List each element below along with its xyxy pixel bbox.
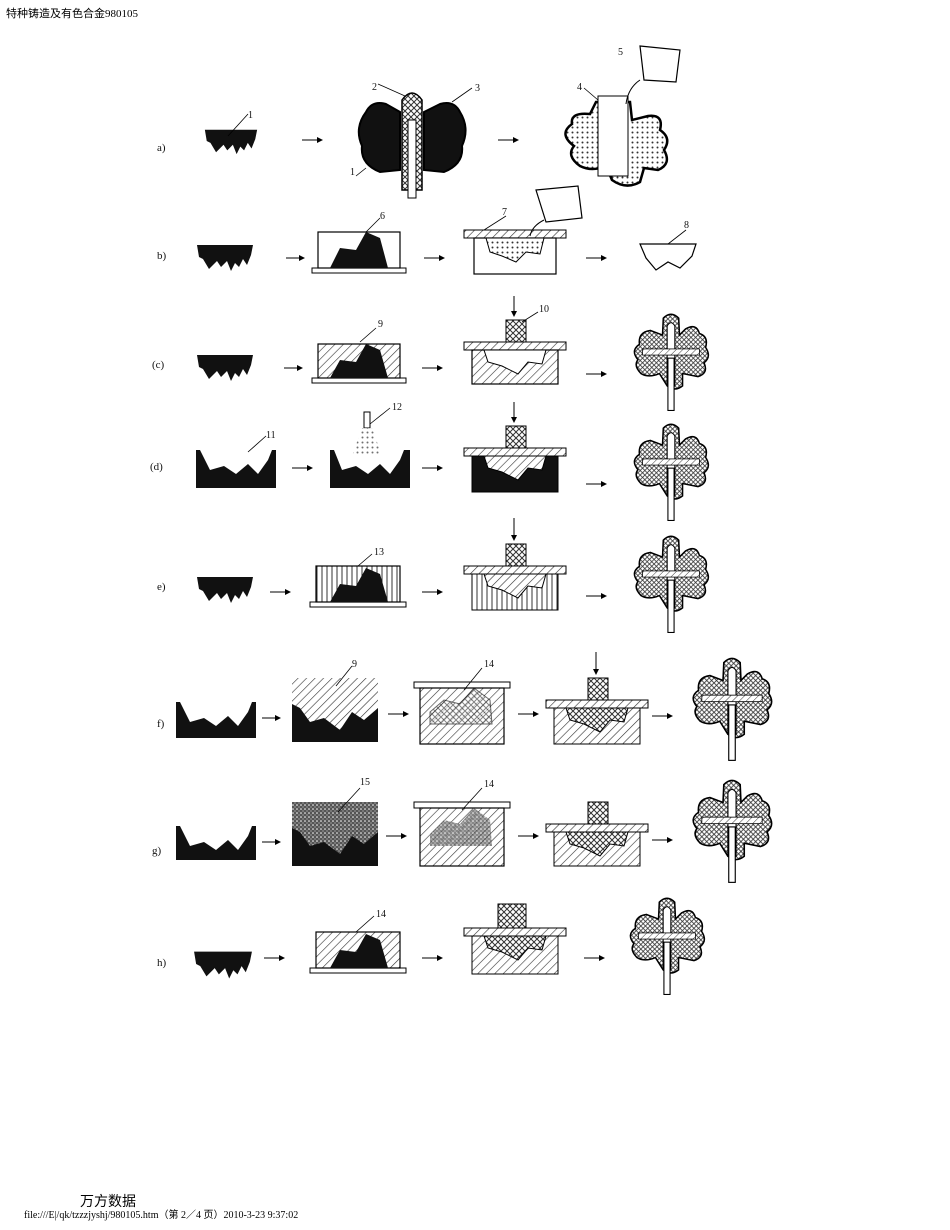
callout-h-14: 14: [376, 909, 386, 920]
callout-d-12: 12: [392, 402, 402, 413]
callout-b-6: 6: [380, 211, 385, 222]
pattern-model-b: [197, 245, 253, 271]
row-g: g) 15 14: [152, 777, 773, 884]
mold-split-a: [357, 92, 467, 199]
row-a: a) 1 2 3 1 4 5: [157, 45, 681, 199]
row-h: h) 14: [157, 897, 706, 996]
ladle-b: [535, 185, 583, 223]
casting-c: [633, 313, 710, 412]
row-d: (d) 11 12: [150, 402, 710, 522]
row-e: e) 13: [157, 518, 710, 634]
row-f: f) 9 14: [157, 652, 773, 762]
page-header-title: 特种铸造及有色合金980105: [6, 8, 138, 20]
row-label-b: b): [157, 250, 167, 262]
casting-g: [692, 779, 773, 884]
ladle-a: [639, 45, 681, 83]
callout-a-5: 5: [618, 47, 623, 58]
footer-logo-text: 万方数据: [80, 1195, 136, 1210]
callout-b-7: 7: [502, 207, 507, 218]
callout-g-15: 15: [360, 777, 370, 788]
casting-d: [633, 423, 710, 522]
callout-c-9: 9: [378, 319, 383, 330]
row-label-d: (d): [150, 461, 163, 473]
row-label-c: (c): [152, 359, 165, 371]
row-b: b) 6 7 8: [157, 185, 697, 275]
callout-a-2: 2: [372, 82, 377, 93]
footer-url: file:///E|/qk/tzzzjyshj/980105.htm（第 2／4…: [24, 1210, 299, 1221]
casting-e: [633, 535, 710, 634]
pattern-model-h: [194, 951, 252, 979]
callout-a-1b: 1: [350, 167, 355, 178]
callout-c-10: 10: [539, 304, 549, 315]
casting-f: [692, 657, 773, 762]
row-label-e: e): [157, 581, 166, 593]
callout-d-11: 11: [266, 430, 276, 441]
shell-b: [639, 243, 697, 271]
row-label-g: g): [152, 845, 162, 857]
callout-f-9: 9: [352, 659, 357, 670]
row-c: (c) 9 10: [152, 296, 710, 412]
row-label-h: h): [157, 957, 167, 969]
mold-assembled-a: [564, 95, 669, 187]
callout-a-1: 1: [248, 110, 253, 121]
row-label-a: a): [157, 142, 166, 154]
callout-b-8: 8: [684, 220, 689, 231]
pattern-model-a: [204, 129, 258, 155]
callout-g-14: 14: [484, 779, 494, 790]
callout-a-4: 4: [577, 82, 582, 93]
callout-e-13: 13: [374, 547, 384, 558]
pattern-model-e: [197, 577, 253, 603]
row-label-f: f): [157, 718, 165, 730]
casting-h: [629, 897, 706, 996]
callout-a-3: 3: [475, 83, 480, 94]
callout-f-14: 14: [484, 659, 494, 670]
pattern-model-c: [197, 355, 253, 381]
